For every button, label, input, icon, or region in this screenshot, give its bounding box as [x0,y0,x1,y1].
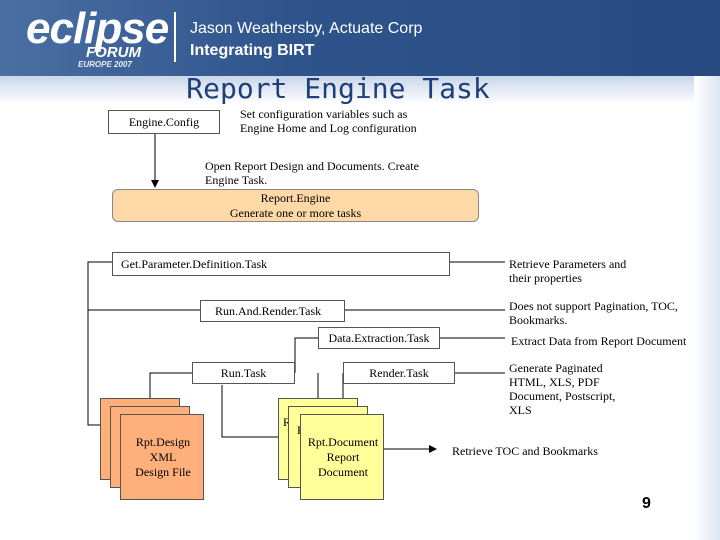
rptdesign-doc-line: XML [149,450,177,464]
toc-note: Retrieve TOC and Bookmarks [452,444,598,458]
open-design-note-line: Open Report Design and Documents. Create [205,159,419,173]
run-and-render-note: Does not support Pagination, TOC, Bookma… [509,299,678,327]
rptdocument-back-2-label: R [283,415,292,429]
logo-europe-text: EUROPE 2007 [78,60,132,69]
report-engine-box: Report.Engine Generate one or more tasks [112,189,479,222]
get-parameter-note-line: Retrieve Parameters and [509,257,627,271]
engine-config-box: Engine.Config [108,110,220,134]
engine-config-note-line: Engine Home and Log configuration [240,121,417,135]
rptdesign-doc-line: Rpt.Design [135,435,191,449]
header-author: Jason Weathersby, Actuate Corp [190,20,423,37]
render-note-line: XLS [509,403,532,417]
get-parameter-note: Retrieve Parameters and their properties [509,257,626,285]
rptdocument-doc-line: Document [318,465,368,479]
rptdocument-doc-line: Report [326,450,360,464]
rptdesign-doc-label: Rpt.Design XML Design File [121,435,205,480]
rptdesign-doc: Rpt.Design XML Design File [120,414,204,500]
slide-title: Report Engine Task [186,72,490,105]
run-task-label: Run.Task [220,365,267,380]
run-and-render-task-label: Run.And.Render.Task [215,303,322,318]
render-task-box: Render.Task [343,362,455,384]
header-divider [174,12,176,62]
title-gradient-bar [0,76,720,104]
run-and-render-task-box: Run.And.Render.Task [200,300,345,322]
open-design-note: Open Report Design and Documents. Create… [205,159,419,187]
report-engine-subtitle: Generate one or more tasks [229,205,362,220]
open-design-note-line: Engine Task. [205,173,268,187]
rptdesign-doc-line: Design File [135,465,191,479]
render-note: Generate Paginated HTML, XLS, PDF Docume… [509,361,615,417]
header-band: eclipse FORUM EUROPE 2007 Jason Weathers… [0,0,720,76]
run-task-box: Run.Task [192,362,295,384]
logo-forum-text: FORUM [86,44,141,61]
get-parameter-note-line: their properties [509,271,582,285]
right-decor-strip [694,76,720,540]
header-title: Integrating BIRT [190,42,315,59]
get-parameter-definition-task-box: Get.Parameter.Definition.Task [112,252,450,276]
render-note-line: HTML, XLS, PDF [509,375,600,389]
engine-config-label: Engine.Config [128,114,200,129]
engine-config-note: Set configuration variables such as Engi… [240,107,417,135]
render-note-line: Generate Paginated [509,361,603,375]
get-parameter-definition-task-label: Get.Parameter.Definition.Task [121,256,268,271]
data-extraction-task-label: Data.Extraction.Task [328,330,430,345]
data-extraction-task-box: Data.Extraction.Task [318,327,440,349]
render-task-label: Render.Task [369,365,429,380]
run-and-render-note-line: Bookmarks. [509,313,568,327]
rptdocument-doc: Rpt.Document Report Document [300,414,384,500]
run-and-render-note-line: Does not support Pagination, TOC, [509,299,678,313]
rptdocument-doc-label: Rpt.Document Report Document [301,435,385,480]
eclipse-logo: eclipse [26,4,169,53]
render-note-line: Document, Postscript, [509,389,616,403]
rptdocument-doc-line: Rpt.Document [307,435,379,449]
engine-config-note-line: Set configuration variables such as [240,107,408,121]
report-engine-title: Report.Engine [260,190,331,205]
page-number: 9 [642,495,651,512]
data-extraction-note: Extract Data from Report Document [511,334,687,348]
